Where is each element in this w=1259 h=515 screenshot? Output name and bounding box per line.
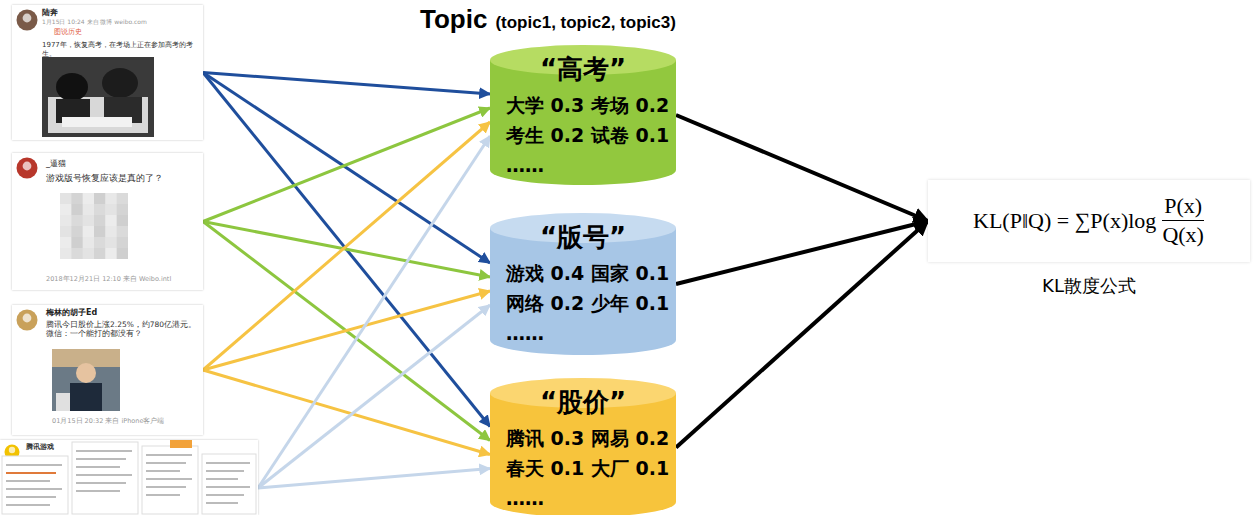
title-row: Topic (topic1, topic2, topic3) — [420, 4, 676, 35]
post-text: 2018年12月21日 12:10 来自 Weibo.intl — [46, 275, 171, 283]
flow-arrow — [258, 136, 490, 488]
user-name: 腾讯游戏 — [26, 443, 54, 452]
post-text: 01月15日 20:32 来自 iPhone客户端 — [52, 417, 164, 425]
flow-arrow — [203, 122, 490, 370]
weibo-post: 陆奔1月15日 10:24 来自 微博 weibo.com 图说历史 1977年，恢… — [12, 5, 203, 140]
flow-arrow — [203, 73, 490, 427]
formula-numerator: P(x) — [1162, 193, 1204, 221]
topic-cylinder: “版号” 游戏 0.4 国家 0.1网络 0.2 少年 0.1…… — [490, 213, 676, 355]
user-name: 梅林的胡子Ed — [46, 308, 97, 318]
topic-cylinder: “股价” 腾讯 0.3 网易 0.2春天 0.1 大厂 0.1…… — [490, 378, 676, 515]
collage-screens — [0, 440, 258, 515]
diagram-title: Topic — [420, 4, 487, 35]
post-image — [42, 57, 154, 137]
user-name: 陆奔 — [42, 8, 58, 18]
post-text: 游戏版号恢复应该是真的了？ — [46, 173, 198, 184]
topic-name: “版号” — [540, 221, 626, 253]
flow-arrow — [203, 291, 490, 370]
weibo-post: 腾讯游戏 — [0, 440, 258, 515]
formula-denominator: Q(x) — [1160, 221, 1206, 248]
flow-arrow — [203, 108, 490, 222]
post-text: 1月15日 10:24 来自 微博 weibo.com — [42, 18, 147, 26]
formula-caption: KL散度公式 — [928, 274, 1250, 298]
post-image — [52, 349, 120, 411]
post-image — [60, 193, 128, 259]
topic-word-line: 网络 0.2 少年 0.1 — [506, 288, 669, 318]
user-avatar — [16, 309, 38, 331]
weibo-post: 梅林的胡子Ed 腾讯今日股价上涨2.25%，约780亿港元。微信：一个能打的都没有… — [12, 305, 203, 435]
topic-cylinder: “高考” 大学 0.3 考场 0.2考生 0.2 试卷 0.1…… — [490, 45, 676, 185]
flow-arrow — [258, 305, 490, 488]
formula-box: KL(P‖Q) = ∑P(x)logP(x)Q(x)KL散度公式 — [928, 180, 1250, 262]
topic-words: “股价” 腾讯 0.3 网易 0.2春天 0.1 大厂 0.1…… — [490, 378, 676, 513]
topic-name: “股价” — [540, 386, 626, 418]
flow-arrow — [203, 73, 490, 264]
flow-arrow — [676, 115, 928, 221]
flow-arrow — [676, 221, 928, 448]
topic-words: “高考” 大学 0.3 考场 0.2考生 0.2 试卷 0.1…… — [490, 45, 676, 180]
topic-word-line: 大学 0.3 考场 0.2 — [506, 90, 669, 120]
flow-arrow — [203, 73, 490, 95]
topic-word-line: …… — [506, 150, 544, 180]
topic-words: “版号” 游戏 0.4 国家 0.1网络 0.2 少年 0.1…… — [490, 213, 676, 348]
topic-word-line: 腾讯 0.3 网易 0.2 — [506, 423, 669, 453]
title-subtext: (topic1, topic2, topic3) — [495, 13, 675, 33]
post-text: 腾讯今日股价上涨2.25%，约780亿港元。微信：一个能打的都没有？ — [46, 320, 198, 339]
topic-name: “高考” — [540, 53, 626, 85]
user-avatar — [16, 157, 38, 179]
topic-word-line: …… — [506, 318, 544, 348]
post-text: 图说历史 — [54, 28, 82, 37]
formula-fraction: P(x)Q(x) — [1160, 193, 1206, 249]
user-name: _逼猫 — [46, 159, 66, 169]
topic-word-line: 考生 0.2 试卷 0.1 — [506, 120, 669, 150]
flow-arrow — [258, 469, 490, 489]
formula-row: KL(P‖Q) = ∑P(x)logP(x)Q(x) — [957, 183, 1222, 259]
topic-word-line: 游戏 0.4 国家 0.1 — [506, 258, 669, 288]
weibo-post: _逼猫游戏版号恢复应该是真的了？ 2018年12月21日 12:10 来自 Wei… — [12, 153, 203, 290]
topic-word-line: 春天 0.1 大厂 0.1 — [506, 453, 669, 483]
flow-arrow — [203, 222, 490, 278]
user-avatar — [16, 9, 38, 31]
formula-text: KL(P‖Q) = ∑P(x)log — [973, 208, 1156, 234]
post-text: 1977年，恢复高考，在考场上正在参加高考的考生。 — [42, 41, 202, 59]
topic-word-line: …… — [506, 483, 544, 513]
